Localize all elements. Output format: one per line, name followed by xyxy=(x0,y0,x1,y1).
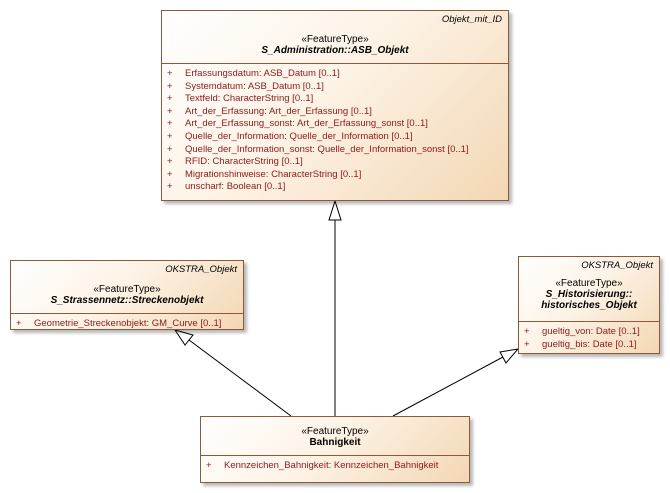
generalization-line-to-streckenobjekt xyxy=(188,339,292,417)
attribute-row: +Quelle_der_Information: Quelle_der_Info… xyxy=(167,130,413,142)
attribute-row: +Systemdatum: ASB_Datum [0..1] xyxy=(167,80,324,92)
class-name: S_Administration::ASB_Objekt xyxy=(261,45,409,56)
class-streckenobjekt[interactable]: OKSTRA_Objekt «FeatureType» S_Strassenne… xyxy=(10,260,244,330)
class-asb-objekt[interactable]: Objekt_mit_ID «FeatureType» S_Administra… xyxy=(161,10,509,201)
attribute-row: +Quelle_der_Information_sonst: Quelle_de… xyxy=(167,143,469,155)
class-name: S_Strassennetz::Streckenobjekt xyxy=(50,295,204,306)
class-bahnigkeit[interactable]: «FeatureType» Bahnigkeit +Kennzeichen_Ba… xyxy=(200,416,470,483)
class-header: OKSTRA_Objekt «FeatureType» S_Strassenne… xyxy=(11,261,243,313)
attribute-row: +unscharf: Boolean [0..1] xyxy=(167,181,286,193)
class-name-line-1: S_Historisierung:: xyxy=(545,289,633,300)
stereotype-label: «FeatureType» xyxy=(301,34,369,45)
attribute-row: +Art_der_Erfassung: Art_der_Erfassung [0… xyxy=(167,105,372,117)
attribute-row: +Geometrie_Streckenobjekt: GM_Curve [0..… xyxy=(16,318,222,329)
parent-package-tag: OKSTRA_Objekt xyxy=(581,260,653,271)
class-name-line-2: historisches_Objekt xyxy=(541,300,637,311)
attribute-list: +Erfassungsdatum: ASB_Datum [0..1] +Syst… xyxy=(162,63,508,196)
parent-package-tag: OKSTRA_Objekt xyxy=(165,264,237,275)
parent-package-tag: Objekt_mit_ID xyxy=(441,14,502,25)
class-historisches-objekt[interactable]: OKSTRA_Objekt «FeatureType» S_Historisie… xyxy=(518,256,660,354)
attribute-list: +Geometrie_Streckenobjekt: GM_Curve [0..… xyxy=(11,313,243,333)
generalization-arrowhead-historisches-objekt xyxy=(499,348,520,364)
attribute-list: +gueltig_von: Date [0..1] +gueltig_bis: … xyxy=(519,321,659,353)
attribute-row: +Textfeld: CharacterString [0..1] xyxy=(167,93,314,105)
attribute-row: +RFID: CharacterString [0..1] xyxy=(167,156,303,168)
attribute-row: +gueltig_bis: Date [0..1] xyxy=(524,338,637,350)
class-name: Bahnigkeit xyxy=(309,437,361,448)
attribute-row: +Art_der_Erfassung_sonst: Art_der_Erfass… xyxy=(167,118,428,130)
class-header: OKSTRA_Objekt «FeatureType» S_Historisie… xyxy=(519,257,659,321)
stereotype-label: «FeatureType» xyxy=(93,284,161,295)
attribute-row: +Kennzeichen_Bahnigkeit: Kennzeichen_Bah… xyxy=(206,460,439,471)
generalization-arrowhead-asb xyxy=(328,199,342,221)
attribute-row: +Migrationshinweise: CharacterString [0.… xyxy=(167,168,362,180)
stereotype-label: «FeatureType» xyxy=(555,278,623,289)
stereotype-label: «FeatureType» xyxy=(301,426,369,437)
attribute-row: +Erfassungsdatum: ASB_Datum [0..1] xyxy=(167,68,340,79)
generalization-arrowhead-streckenobjekt xyxy=(173,329,194,346)
class-header: «FeatureType» Bahnigkeit xyxy=(201,417,469,455)
generalization-line-to-historisches-objekt xyxy=(392,356,504,417)
attribute-list: +Kennzeichen_Bahnigkeit: Kennzeichen_Bah… xyxy=(201,455,469,475)
class-header: Objekt_mit_ID «FeatureType» S_Administra… xyxy=(162,11,508,63)
attribute-row: +gueltig_von: Date [0..1] xyxy=(524,326,640,337)
